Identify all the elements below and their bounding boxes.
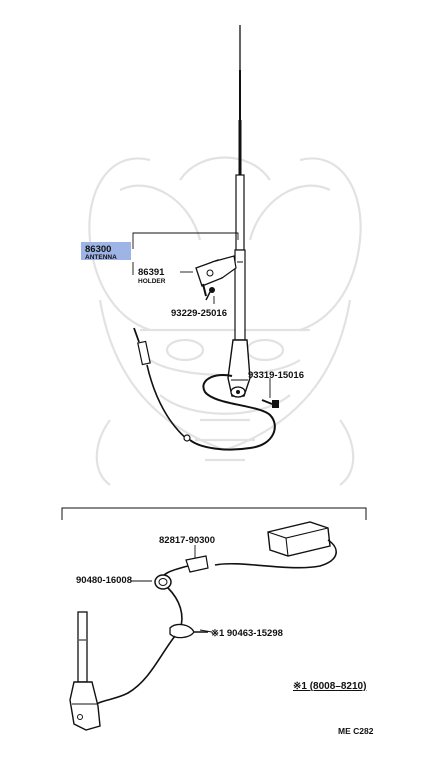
antenna-lead-cable [133, 327, 191, 442]
screw-a-part-number[interactable]: 93229-25016 [171, 308, 227, 319]
footnote-applicability: ※1 (8008–8210) [293, 681, 366, 692]
rear-antenna-cable [93, 555, 213, 707]
rear-antenna-mast [69, 611, 101, 731]
grommet-part-number[interactable]: 90480-16008 [76, 575, 132, 586]
screw-b-part-number[interactable]: 93319-15016 [248, 370, 304, 381]
antenna-mast [189, 25, 276, 451]
clamp-part-number[interactable]: 82817-90300 [159, 535, 215, 546]
section-bracket [61, 507, 367, 520]
antenna-part-name: ANTENNA [85, 254, 117, 261]
holder-part-number[interactable]: 86391 [138, 267, 165, 278]
watermark-emblem [88, 156, 362, 486]
page-code: ME C282 [338, 726, 374, 736]
holder-part-name: HOLDER [138, 278, 166, 285]
leader-lines-bottom [131, 545, 196, 582]
antenna-part-number[interactable]: 86300 [85, 244, 111, 255]
amplifier-box [214, 521, 337, 569]
leader-lines-top [132, 232, 271, 398]
screw-93319 [261, 399, 279, 408]
clip-part-number[interactable]: ※1 90463-15298 [211, 628, 283, 639]
antenna-highlight [81, 242, 131, 260]
holder-bracket [195, 255, 237, 301]
